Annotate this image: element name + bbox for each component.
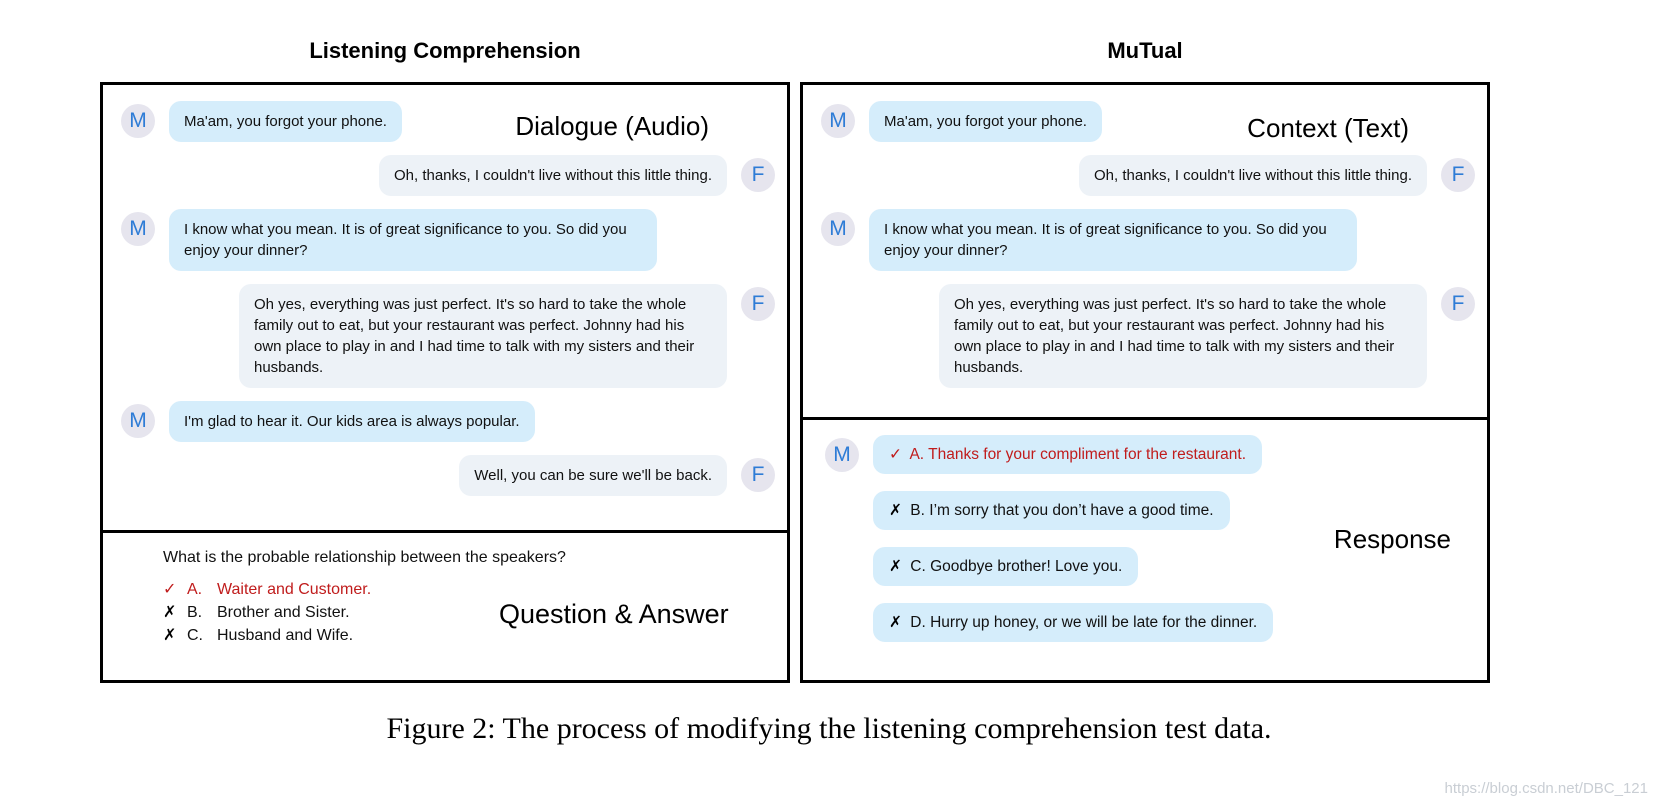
question-answer-label: Question & Answer — [499, 599, 729, 629]
dialogue-row: M I know what you mean. It is of great si… — [121, 209, 775, 271]
context-section: Context (Text) M Ma'am, you forgot your p… — [803, 85, 1487, 420]
response-text: A. Thanks for your compliment for the re… — [906, 446, 1247, 463]
cross-icon: ✗ — [889, 614, 902, 631]
response-text: C. Goodbye brother! Love you. — [906, 558, 1123, 575]
response-text: B. I’m sorry that you don’t have a good … — [906, 502, 1214, 519]
avatar-f: F — [741, 158, 775, 192]
option-text: Husband and Wife. — [217, 627, 354, 644]
avatar-m: M — [121, 212, 155, 246]
question-text: What is the probable relationship betwee… — [163, 549, 566, 566]
option-letter: A. — [187, 581, 203, 598]
response-option: ✗ B. I’m sorry that you don’t have a goo… — [825, 491, 1487, 530]
response-bubble: ✗ B. I’m sorry that you don’t have a goo… — [873, 491, 1230, 530]
message-bubble: Ma'am, you forgot your phone. — [869, 101, 1102, 142]
message-bubble: I know what you mean. It is of great sig… — [869, 209, 1357, 271]
dialogue-row: Oh, thanks, I couldn't live without this… — [121, 155, 775, 196]
response-section: Response M ✓ A. Thanks for your complimen… — [803, 420, 1487, 677]
mutual-panel: Context (Text) M Ma'am, you forgot your p… — [800, 82, 1490, 683]
avatar-m: M — [821, 104, 855, 138]
dialogue-audio-label: Dialogue (Audio) — [515, 111, 709, 141]
qa-option: ✓ A. Waiter and Customer. — [163, 578, 787, 601]
message-bubble: Oh, thanks, I couldn't live without this… — [378, 155, 727, 196]
question-answer-section: Question & Answer What is the probable r… — [103, 533, 787, 677]
dialogue-row: Oh, thanks, I couldn't live without this… — [821, 155, 1475, 196]
qa-option: ✗ C. Husband and Wife. — [163, 624, 787, 647]
option-letter: B. — [187, 604, 203, 621]
option-text: Waiter and Customer. — [217, 581, 372, 598]
response-option: ✗ D. Hurry up honey, or we will be late … — [825, 603, 1487, 642]
dialogue-row: M I know what you mean. It is of great si… — [821, 209, 1475, 271]
qa-option: ✗ B. Brother and Sister. — [163, 601, 787, 624]
avatar-f: F — [1441, 158, 1475, 192]
response-option: ✗ C. Goodbye brother! Love you. — [825, 547, 1487, 586]
option-text: Brother and Sister. — [217, 604, 350, 621]
avatar-slot: M — [825, 437, 859, 472]
cross-icon: ✗ — [889, 558, 902, 575]
dialogue-row: Well, you can be sure we'll be back. F — [121, 455, 775, 496]
figure-caption: Figure 2: The process of modifying the l… — [386, 712, 1272, 745]
dialogue-row: M Ma'am, you forgot your phone. — [821, 101, 1475, 142]
avatar-f: F — [741, 458, 775, 492]
check-icon: ✓ — [889, 446, 902, 463]
response-bubble: ✓ A. Thanks for your compliment for the … — [873, 435, 1263, 474]
message-bubble: Oh yes, everything was just perfect. It'… — [239, 284, 727, 388]
watermark: https://blog.csdn.net/DBC_121 — [1444, 780, 1648, 797]
left-panel-title: Listening Comprehension — [309, 38, 581, 63]
response-label: Response — [1333, 524, 1451, 554]
message-bubble: Well, you can be sure we'll be back. — [459, 455, 727, 496]
message-bubble: I'm glad to hear it. Our kids area is al… — [169, 401, 535, 442]
response-text: D. Hurry up honey, or we will be late fo… — [906, 614, 1258, 631]
dialogue-row: Oh yes, everything was just perfect. It'… — [821, 284, 1475, 388]
response-bubble: ✗ D. Hurry up honey, or we will be late … — [873, 603, 1274, 642]
message-bubble: Oh yes, everything was just perfect. It'… — [939, 284, 1427, 388]
avatar-f: F — [741, 287, 775, 321]
dialogue-section: Dialogue (Audio) M Ma'am, you forgot your… — [103, 85, 787, 533]
context-text-label: Context (Text) — [1247, 113, 1409, 143]
avatar-m: M — [121, 404, 155, 438]
answer-options: ✓ A. Waiter and Customer. ✗ B. Brother and Si… — [163, 578, 787, 647]
avatar-m: M — [121, 104, 155, 138]
cross-icon: ✗ — [163, 604, 177, 621]
check-icon: ✓ — [163, 581, 177, 598]
dialogue-row: M I'm glad to hear it. Our kids area is a… — [121, 401, 775, 442]
message-bubble: Oh, thanks, I couldn't live without this… — [1078, 155, 1427, 196]
avatar-m: M — [825, 437, 859, 472]
dialogue-row: M Ma'am, you forgot your phone. — [121, 101, 775, 142]
listening-comprehension-panel: Dialogue (Audio) M Ma'am, you forgot your… — [100, 82, 790, 683]
avatar-m: M — [821, 212, 855, 246]
cross-icon: ✗ — [163, 627, 177, 644]
option-letter: C. — [187, 627, 203, 644]
right-panel-title: MuTual — [1107, 38, 1183, 63]
message-bubble: I know what you mean. It is of great sig… — [169, 209, 657, 271]
message-bubble: Ma'am, you forgot your phone. — [169, 101, 402, 142]
cross-icon: ✗ — [889, 502, 902, 519]
dialogue-row: Oh yes, everything was just perfect. It'… — [121, 284, 775, 388]
response-option: M ✓ A. Thanks for your compliment for the… — [825, 435, 1487, 474]
response-bubble: ✗ C. Goodbye brother! Love you. — [873, 547, 1139, 586]
avatar-f: F — [1441, 287, 1475, 321]
